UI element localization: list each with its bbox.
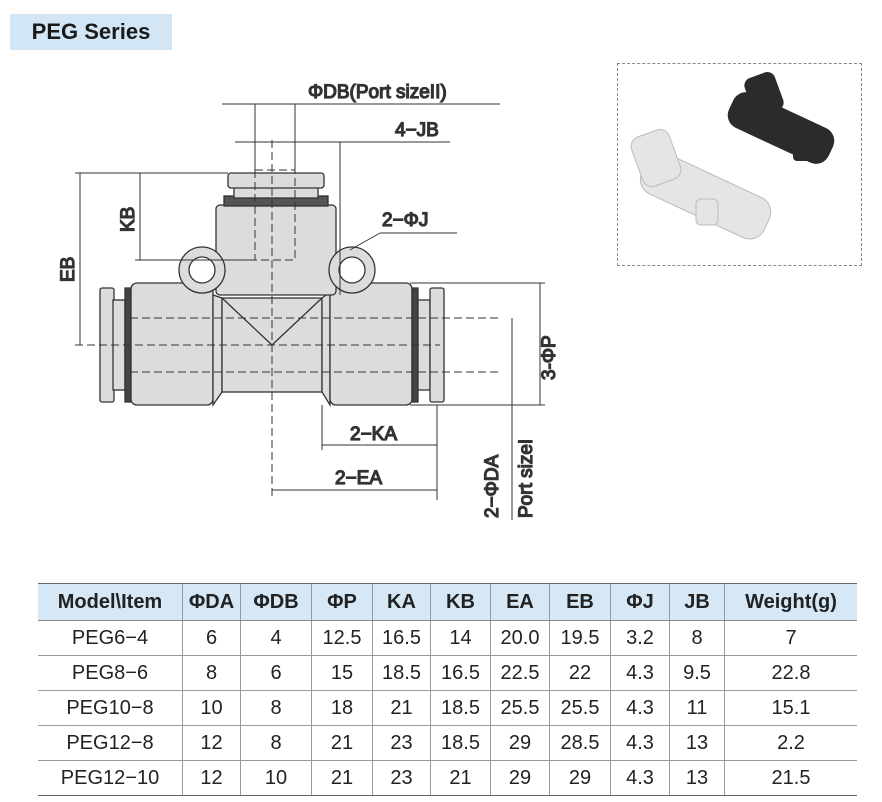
value-cell: 15.1 bbox=[724, 690, 857, 726]
black-fitting-image bbox=[727, 71, 835, 164]
value-cell: 21 bbox=[430, 760, 491, 796]
column-header: ΦDA bbox=[182, 583, 241, 621]
value-cell: 11 bbox=[669, 690, 725, 726]
label-eb: EB bbox=[58, 257, 79, 282]
dimension-lines bbox=[75, 103, 545, 520]
value-cell: 21 bbox=[311, 760, 373, 796]
value-cell: 19.5 bbox=[549, 620, 611, 656]
value-cell: 4.3 bbox=[610, 690, 670, 726]
column-header: Weight(g) bbox=[724, 583, 857, 621]
label-p: 3-ΦP bbox=[539, 335, 560, 380]
column-header: ΦJ bbox=[610, 583, 670, 621]
value-cell: 6 bbox=[182, 620, 241, 656]
model-cell: PEG10−8 bbox=[38, 690, 183, 726]
value-cell: 16.5 bbox=[372, 620, 431, 656]
table-header-row: Model\Item ΦDA ΦDB ΦP KA KB EA EB ΦJ JB … bbox=[38, 583, 857, 621]
value-cell: 3.2 bbox=[610, 620, 670, 656]
value-cell: 12 bbox=[182, 760, 241, 796]
value-cell: 6 bbox=[240, 655, 312, 691]
value-cell: 8 bbox=[669, 620, 725, 656]
value-cell: 23 bbox=[372, 760, 431, 796]
value-cell: 13 bbox=[669, 725, 725, 761]
value-cell: 16.5 bbox=[430, 655, 491, 691]
value-cell: 18.5 bbox=[372, 655, 431, 691]
value-cell: 22.8 bbox=[724, 655, 857, 691]
value-cell: 8 bbox=[240, 725, 312, 761]
value-cell: 10 bbox=[240, 760, 312, 796]
value-cell: 13 bbox=[669, 760, 725, 796]
center-lines bbox=[75, 140, 500, 500]
technical-drawing: ΦDB(Port sizeII) 4−JB 2−ΦJ KB EB 3-ΦP 2−… bbox=[57, 81, 561, 520]
model-cell: PEG12−8 bbox=[38, 725, 183, 761]
value-cell: 7 bbox=[724, 620, 857, 656]
value-cell: 4 bbox=[240, 620, 312, 656]
label-jb: 4−JB bbox=[395, 120, 439, 141]
column-header: KB bbox=[430, 583, 491, 621]
column-header: Model\Item bbox=[38, 583, 183, 621]
column-header: KA bbox=[372, 583, 431, 621]
value-cell: 21 bbox=[311, 725, 373, 761]
column-header: EA bbox=[490, 583, 550, 621]
model-cell: PEG12−10 bbox=[38, 760, 183, 796]
value-cell: 8 bbox=[182, 655, 241, 691]
value-cell: 22.5 bbox=[490, 655, 550, 691]
column-header: JB bbox=[669, 583, 725, 621]
value-cell: 10 bbox=[182, 690, 241, 726]
column-header: ΦDB bbox=[240, 583, 312, 621]
label-kb: KB bbox=[118, 207, 139, 232]
value-cell: 4.3 bbox=[610, 655, 670, 691]
value-cell: 12.5 bbox=[311, 620, 373, 656]
column-header: EB bbox=[549, 583, 611, 621]
value-cell: 21 bbox=[372, 690, 431, 726]
label-ea: 2−EA bbox=[335, 468, 382, 489]
value-cell: 15 bbox=[311, 655, 373, 691]
value-cell: 29 bbox=[490, 725, 550, 761]
value-cell: 22 bbox=[549, 655, 611, 691]
product-photo bbox=[617, 63, 862, 266]
value-cell: 20.0 bbox=[490, 620, 550, 656]
label-j: 2−ΦJ bbox=[382, 210, 428, 231]
white-fitting-image bbox=[630, 129, 772, 240]
value-cell: 14 bbox=[430, 620, 491, 656]
model-cell: PEG8−6 bbox=[38, 655, 183, 691]
value-cell: 4.3 bbox=[610, 725, 670, 761]
value-cell: 28.5 bbox=[549, 725, 611, 761]
value-cell: 8 bbox=[240, 690, 312, 726]
page-title: PEG Series bbox=[10, 14, 172, 50]
value-cell: 21.5 bbox=[724, 760, 857, 796]
label-ka: 2−KA bbox=[350, 424, 397, 445]
value-cell: 2.2 bbox=[724, 725, 857, 761]
value-cell: 25.5 bbox=[549, 690, 611, 726]
value-cell: 23 bbox=[372, 725, 431, 761]
label-db: ΦDB(Port sizeII) bbox=[308, 82, 447, 103]
specification-table: Model\Item ΦDA ΦDB ΦP KA KB EA EB ΦJ JB … bbox=[38, 583, 857, 796]
value-cell: 4.3 bbox=[610, 760, 670, 796]
label-port: Port sizeI bbox=[516, 439, 537, 518]
label-da: 2−ΦDA bbox=[482, 454, 503, 518]
value-cell: 29 bbox=[549, 760, 611, 796]
value-cell: 18.5 bbox=[430, 725, 491, 761]
value-cell: 25.5 bbox=[490, 690, 550, 726]
value-cell: 18.5 bbox=[430, 690, 491, 726]
value-cell: 12 bbox=[182, 725, 241, 761]
value-cell: 9.5 bbox=[669, 655, 725, 691]
value-cell: 29 bbox=[490, 760, 550, 796]
column-header: ΦP bbox=[311, 583, 373, 621]
value-cell: 18 bbox=[311, 690, 373, 726]
model-cell: PEG6−4 bbox=[38, 620, 183, 656]
